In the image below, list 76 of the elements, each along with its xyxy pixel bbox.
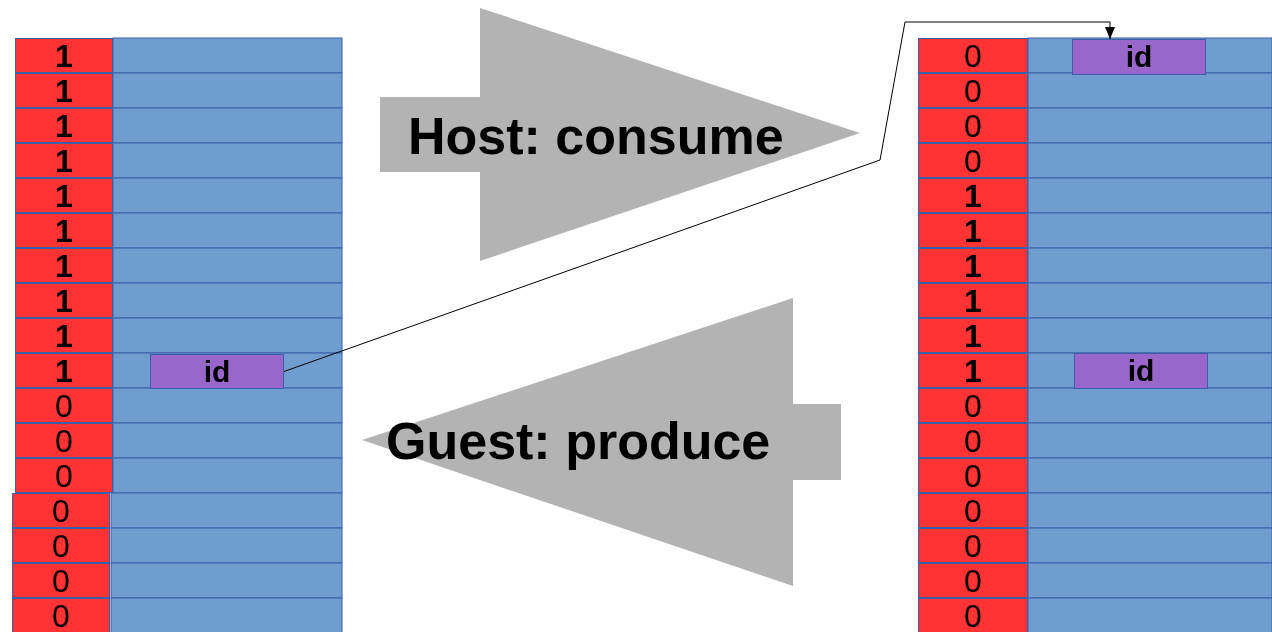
flag-cell (918, 458, 1028, 493)
flag-cell (15, 213, 113, 248)
flag-value: 0 (964, 39, 982, 72)
flag-value: 0 (964, 74, 982, 107)
flag-cell (918, 213, 1028, 248)
flag-value: 1 (55, 354, 73, 387)
descriptor-id-box: id (1074, 353, 1208, 389)
flag-value: 1 (55, 179, 73, 212)
flag-value: 0 (55, 459, 73, 492)
flag-cell (15, 248, 113, 283)
flag-cell (918, 248, 1028, 283)
flag-cell (12, 563, 110, 598)
flag-value: 0 (964, 494, 982, 527)
flag-value: 0 (964, 529, 982, 562)
flag-value: 1 (55, 284, 73, 317)
arrow-label: Guest: produce (386, 411, 771, 471)
flag-cell (918, 38, 1028, 73)
flag-value: 1 (964, 214, 982, 247)
flag-value: 1 (55, 214, 73, 247)
pointer-arrow (283, 21, 1115, 372)
flag-value: 1 (55, 39, 73, 72)
flag-cell (918, 388, 1028, 423)
flag-value: 1 (55, 319, 73, 352)
flag-cell (15, 388, 113, 423)
flag-value: 1 (55, 144, 73, 177)
flag-value: 0 (964, 564, 982, 597)
flag-cell (918, 598, 1028, 632)
direction-arrow-shape (380, 8, 860, 261)
flag-cell (918, 423, 1028, 458)
flag-value: 0 (55, 424, 73, 457)
flag-value: 1 (964, 354, 982, 387)
flag-value: 1 (964, 179, 982, 212)
flag-cell (12, 528, 110, 563)
flag-cell (12, 598, 110, 632)
flag-cell (918, 318, 1028, 353)
flag-cell (15, 318, 113, 353)
direction-arrow-shape (362, 298, 842, 586)
flag-cell (918, 283, 1028, 318)
flag-value: 1 (964, 249, 982, 282)
flag-cell (15, 73, 113, 108)
flag-value: 0 (964, 459, 982, 492)
flag-value: 1 (964, 319, 982, 352)
flag-cell (15, 353, 113, 388)
flag-value: 1 (55, 109, 73, 142)
flag-cell (15, 108, 113, 143)
flag-value: 0 (964, 109, 982, 142)
flag-cell (918, 528, 1028, 563)
flag-cell (918, 73, 1028, 108)
flag-value: 0 (52, 599, 70, 632)
flag-cell (15, 38, 113, 73)
flag-cell (15, 178, 113, 213)
arrow-label: Host: consume (408, 106, 784, 166)
flag-value: 0 (964, 144, 982, 177)
flag-cell (15, 458, 113, 493)
flag-cell (918, 143, 1028, 178)
flag-value: 0 (52, 529, 70, 562)
flag-value: 0 (55, 389, 73, 422)
flag-cell (15, 283, 113, 318)
descriptor-id-box: id (1072, 39, 1206, 75)
flag-cell (918, 563, 1028, 598)
flag-value: 1 (55, 249, 73, 282)
flag-cell (15, 423, 113, 458)
flag-value: 1 (964, 284, 982, 317)
flag-cell (12, 493, 110, 528)
flag-value: 1 (55, 74, 73, 107)
flag-value: 0 (964, 424, 982, 457)
flag-value: 0 (52, 564, 70, 597)
flag-value: 0 (964, 389, 982, 422)
flag-cell (15, 143, 113, 178)
flag-cell (918, 178, 1028, 213)
flag-cell (918, 108, 1028, 143)
flag-cell (918, 353, 1028, 388)
flag-value: 0 (52, 494, 70, 527)
descriptor-id-box: id (150, 354, 284, 389)
flag-value: 0 (964, 599, 982, 632)
flag-cell (918, 493, 1028, 528)
